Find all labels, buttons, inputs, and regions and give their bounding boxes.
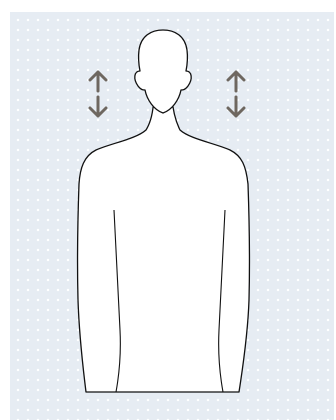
head-outline bbox=[135, 30, 191, 113]
up-down-arrows-icon bbox=[86, 70, 110, 118]
up-down-arrows-icon bbox=[224, 70, 248, 118]
